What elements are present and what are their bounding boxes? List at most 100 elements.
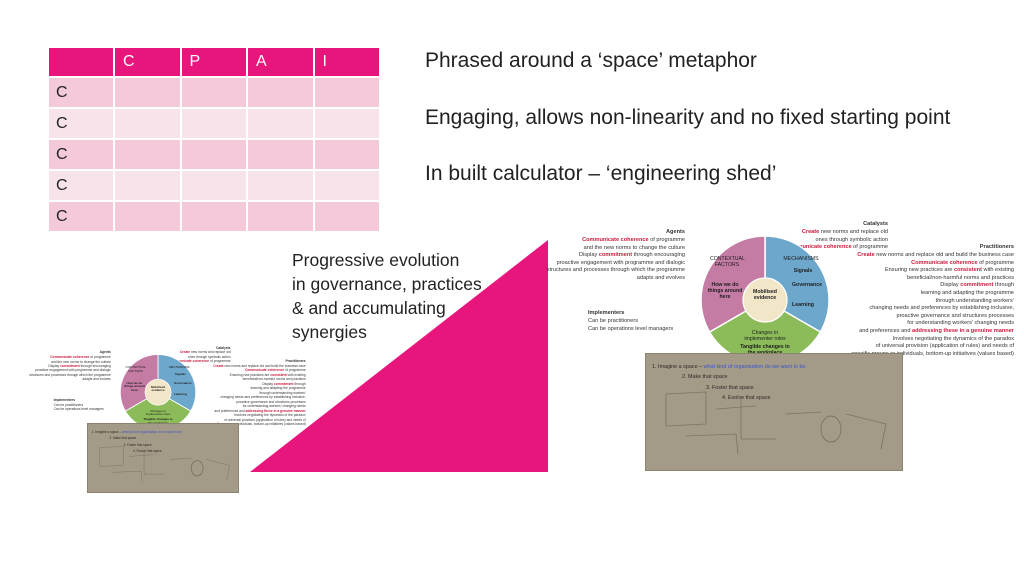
table-cell (312, 138, 381, 171)
figure-text: of universal provision (application of r… (224, 417, 306, 422)
figure-text: Create new norms and replace old (179, 350, 231, 355)
figure-text: Agents (99, 350, 111, 355)
figure-text: and the new norms to change the culture (51, 359, 111, 364)
photo-step3: 3. Foster that space (706, 385, 754, 391)
sketch-stroke (99, 446, 124, 468)
table-row: C (47, 76, 381, 109)
table-cell (312, 107, 381, 140)
sketch-stroke (111, 471, 143, 484)
sketch-stroke (685, 433, 739, 455)
wheel-label: How we do things around here (707, 282, 743, 300)
point-text: In built calculator – ‘engineering shed’ (425, 162, 777, 185)
photo-step-1: 1. Imagine a space – what kind of organi… (652, 364, 806, 370)
sketch-oval (820, 415, 842, 443)
figure-text: Communicate coherence of programme (785, 244, 888, 251)
figure-text: Implementers (588, 310, 625, 316)
table-cell (179, 107, 248, 140)
key-points: Phrased around a ‘space’ metaphor Engagi… (425, 48, 950, 218)
wheel-label: How we do things around here (124, 380, 145, 392)
table-cell (246, 169, 315, 202)
wheel-center (144, 378, 172, 406)
evolution-line: & and accumulating (292, 298, 446, 318)
figure-text: ones through symbolic action (815, 236, 888, 243)
table-cell (312, 76, 381, 109)
whiteboard-sketch (99, 446, 231, 484)
figure-text: Communicate coherence of programme (244, 368, 306, 373)
figure-text: Can be practitioners (53, 402, 84, 407)
wheel-label: Governance (792, 282, 822, 288)
wheel-label: Signals (175, 372, 186, 377)
sketch-stroke (129, 454, 154, 458)
figure-text: Catalysts (215, 345, 231, 350)
figure-text: adapts and evolves (82, 377, 111, 382)
sketch-stroke (845, 413, 887, 450)
table-cell (113, 200, 182, 233)
wheel-label: Tangible changes in the workplace (143, 417, 173, 424)
sketch-stroke (715, 405, 757, 410)
wheel-label: CONTEXTUAL FACTORS (125, 365, 147, 373)
sketch-stroke (785, 411, 822, 415)
figure-text: Implementers (53, 398, 76, 403)
figure-text: structures and processes through which t… (29, 372, 111, 377)
figure-text: through understanding workers’ (935, 297, 1014, 304)
figure-text: beneficial/non-harmful norms and practic… (907, 274, 1014, 281)
table-row: C (47, 107, 381, 140)
figure-text: Display commitment through (940, 282, 1014, 289)
table-cell: C (47, 107, 115, 140)
figure-text: learning and adapting the programme (920, 290, 1014, 296)
wheel-label: Changes in implementer roles (145, 408, 171, 417)
figure-text: Can be operations level managers (53, 407, 104, 412)
figure-text: changing needs and preferences by establ… (220, 395, 306, 400)
wheel-center (742, 277, 788, 323)
figure-text: Catalysts (863, 221, 888, 227)
point-text: Engaging, allows non-linearity and no fi… (425, 105, 951, 129)
figure-text: adapts and evolves (636, 275, 685, 281)
table-cell: C (47, 200, 115, 233)
figure-text: Create new norms and replace old (801, 229, 888, 235)
figure-text: Create new norms and replace old and bui… (213, 363, 306, 368)
figure-text: and the new norms to change the culture (583, 244, 685, 251)
wheel-label: CONTEXTUAL FACTORS (710, 256, 745, 268)
table-cell: C (47, 138, 115, 171)
table-header-row: C P A I (47, 46, 381, 78)
sketch-stroke (170, 458, 192, 461)
figure-text: proactive engagement with programme and … (35, 368, 111, 373)
figure-text: Communicate coherence of programme (169, 359, 231, 364)
figure-text: Communicate coherence of programme (911, 259, 1014, 266)
photo-step4: 4. Evolve that space (722, 395, 771, 401)
figure-text: of universal provision (application of r… (875, 343, 1014, 350)
figure-text: for understanding workers’ changing need… (242, 404, 306, 409)
figure-text: and preferences and addressing these in … (214, 408, 306, 413)
sketch-stroke (740, 399, 776, 440)
figure-text: Create new norms and replace old and bui… (857, 252, 1014, 258)
wheel-label: Signals (793, 268, 813, 274)
wheel-label: MECHANISMS (168, 365, 190, 370)
table-cell (246, 107, 315, 140)
table-cell (179, 169, 248, 202)
table-cell (246, 200, 315, 233)
evolution-caption: Progressive evolution in governance, pra… (292, 248, 482, 344)
sketch-stroke (144, 451, 165, 475)
table-cell (312, 169, 381, 202)
table-cell (179, 200, 248, 233)
framework-wheel (119, 353, 197, 431)
wheel-label: MECHANISMS (783, 256, 819, 262)
sketch-stroke (206, 459, 231, 481)
figure-text: learning and adapting the programme (250, 386, 306, 391)
figure-text: Communicate coherence of programme (582, 237, 685, 243)
figure-text: Can be operations level managers (588, 325, 674, 332)
table-cell (113, 107, 182, 140)
table-cell (113, 138, 182, 171)
table-cell: C (47, 169, 115, 202)
figure-text: specific groups or individuals, bottom-u… (851, 350, 1014, 357)
table-cell (113, 169, 182, 202)
photo-step3: 3. Foster that space (123, 442, 152, 447)
evolution-triangle (250, 240, 548, 472)
table-cell (113, 76, 182, 109)
figure-text: and preferences and addressing these in … (859, 328, 1014, 334)
whiteboard-photo: 1. Imagine a space – what kind of organi… (87, 423, 240, 494)
wheel-label: Mobilised evidence (753, 289, 777, 301)
table-header-cell: I (312, 46, 381, 78)
